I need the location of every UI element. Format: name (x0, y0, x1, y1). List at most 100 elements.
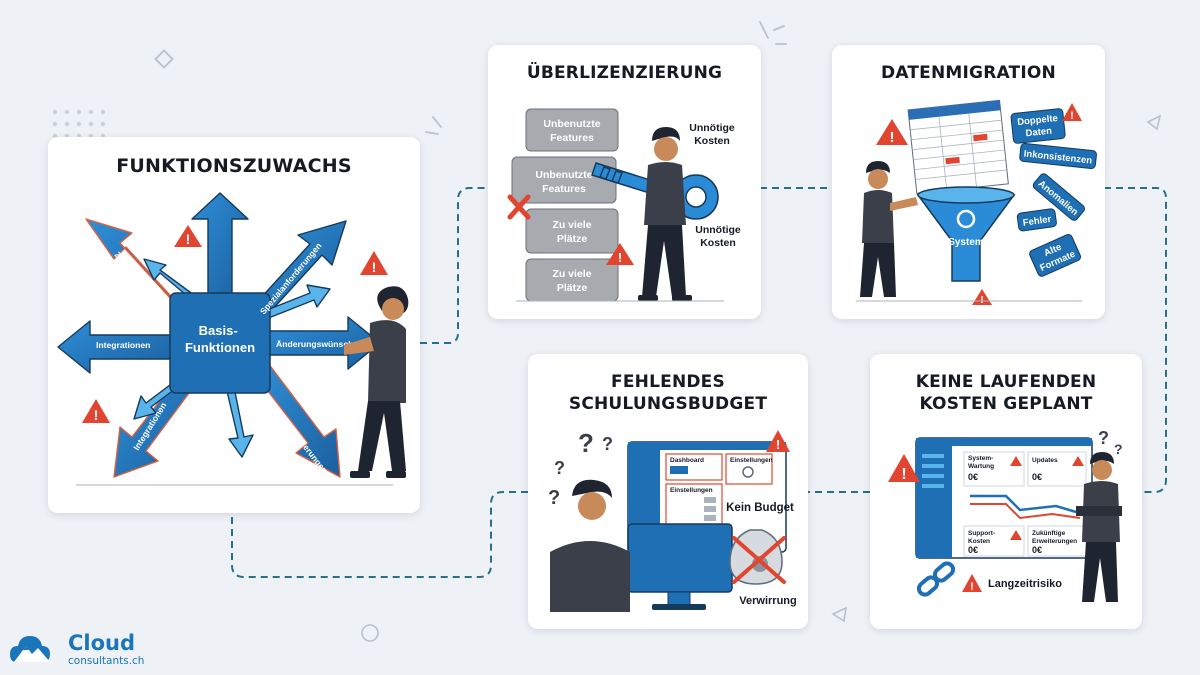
funnel-label: System (948, 237, 984, 248)
warning-icon: ! (606, 243, 634, 265)
svg-text:Wartung: Wartung (968, 463, 994, 470)
chain-link-icon (916, 561, 956, 597)
svg-text:Support-: Support- (968, 530, 995, 537)
block-label-line1: Unbenutzte (535, 169, 592, 181)
warning-icon: ! (360, 251, 388, 275)
svg-text:!: ! (186, 231, 191, 247)
arrow-label: Änderungswünsche (276, 339, 358, 349)
gear-icon (956, 209, 976, 229)
arrow-small-right (261, 284, 331, 320)
trend-line (970, 503, 1081, 520)
card-title: ÜBERLIZENZIERUNG (526, 63, 723, 83)
radiating-arrows (57, 192, 381, 478)
cost-tile: Updates 0€ (1027, 451, 1087, 487)
svg-text:?: ? (602, 434, 613, 454)
svg-text:!: ! (94, 407, 99, 423)
center-label-line1: Basis- (199, 323, 238, 338)
svg-text:Kosten: Kosten (968, 538, 990, 545)
svg-text:?: ? (578, 428, 594, 458)
annotation-line2: Kosten (694, 135, 730, 147)
cross-icon (507, 194, 531, 220)
brand-name[interactable]: Cloud (68, 631, 136, 655)
block-label-line2: Plätze (557, 233, 588, 245)
brand-domain[interactable]: consultants.ch (68, 655, 145, 667)
warning-icon: ! (1062, 103, 1082, 122)
warning-icon: ! (174, 225, 202, 247)
warning-icon: ! (82, 399, 110, 423)
overlicensing-illustration: Unbenutzte Features Unbenutzte Features … (507, 108, 741, 302)
dashed-path (231, 187, 1167, 578)
arrow-label: Integrationen (96, 340, 150, 350)
data-tag: Inkonsistenzen (1019, 142, 1097, 170)
card-laufende-kosten: KEINE LAUFENDEN KOSTEN GEPLANT System- W… (870, 354, 1142, 629)
annotation-line1: Unnötige (695, 224, 741, 236)
center-label-line2: Funktionen (185, 340, 255, 355)
person-illustration (550, 479, 630, 612)
arrow-up (191, 192, 249, 298)
warning-icon: ! (962, 574, 982, 593)
cost-tile: Zukünftige Erweiterungen 0€ (1027, 525, 1087, 557)
svg-text:?: ? (1098, 428, 1109, 448)
svg-text:!: ! (890, 129, 895, 146)
license-block: Zu viele Plätze (525, 208, 619, 254)
arrow-down-right (253, 362, 341, 478)
card-schulungsbudget: FEHLENDES SCHULUNGSBUDGET Dashboard Eins… (528, 354, 808, 629)
person-illustration (638, 127, 692, 301)
arrow-small-down (225, 386, 254, 458)
training-budget-illustration: Dashboard Einstellungen Einstellungen (548, 428, 797, 612)
block-label-line2: Features (550, 132, 594, 144)
running-costs-illustration: System- Wartung 0€ Updates 0€ Support- K… (888, 428, 1123, 602)
svg-text:!: ! (776, 437, 780, 452)
triangle-decoration (1146, 114, 1162, 131)
block-label-line1: Unbenutzte (543, 118, 600, 130)
front-monitor (627, 523, 733, 610)
feature-creep-illustration: Basis- Funktionen Zusatzmodule Spezialan… (57, 192, 409, 486)
data-tag: Fehler (1016, 208, 1057, 232)
svg-text:!: ! (970, 581, 974, 593)
annotation-line1: Unnötige (689, 122, 735, 134)
trend-line (970, 494, 1077, 514)
person-illustration (860, 161, 918, 297)
warning-icon: ! (766, 430, 790, 452)
cost-tile: System- Wartung 0€ (963, 451, 1025, 487)
spreadsheet (907, 99, 1009, 195)
card-title-line1: KEINE LAUFENDEN (915, 372, 1097, 392)
license-block: Unbenutzte Features (525, 108, 619, 152)
svg-text:?: ? (554, 458, 565, 478)
verwirrung-label: Verwirrung (739, 595, 796, 607)
svg-text:Basis- Funktionen: Basis- Funktionen (185, 323, 255, 355)
svg-text:!: ! (618, 250, 622, 265)
warning-icon: ! (972, 289, 992, 306)
triangle-decoration (831, 606, 848, 623)
gear-icon (742, 466, 754, 478)
svg-text:!: ! (1070, 110, 1074, 122)
license-block: Unbenutzte Features (511, 156, 617, 204)
card-title: FUNKTIONSZUWACHS (116, 155, 352, 177)
svg-text:0€: 0€ (1032, 472, 1042, 482)
card-title-line2: SCHULUNGSBUDGET (568, 394, 768, 414)
cloud-mountain-logo (10, 636, 50, 662)
question-mark-icon: ? ? ? ? (548, 428, 613, 509)
person-illustration (344, 286, 409, 478)
block-label-line1: Zu viele (552, 219, 591, 231)
basis-funktionen-box (169, 292, 271, 394)
svg-text:?: ? (1114, 441, 1123, 457)
arrow-right (267, 316, 381, 370)
svg-text:!: ! (372, 259, 377, 275)
cost-tiles: System- Wartung 0€ Updates 0€ Support- K… (963, 451, 1087, 557)
warning-icon: ! (888, 454, 920, 483)
money-bag-icon (729, 529, 786, 585)
annotation-line2: Kosten (700, 237, 736, 249)
svg-text:0€: 0€ (968, 545, 978, 555)
svg-text:!: ! (901, 466, 906, 483)
panel-label: Einstellungen (730, 457, 773, 464)
cost-tile: Support- Kosten 0€ (963, 525, 1025, 557)
circle-decoration (361, 624, 379, 642)
diamond-decoration (154, 49, 174, 69)
card-datenmigration: DATENMIGRATION System (832, 45, 1105, 319)
